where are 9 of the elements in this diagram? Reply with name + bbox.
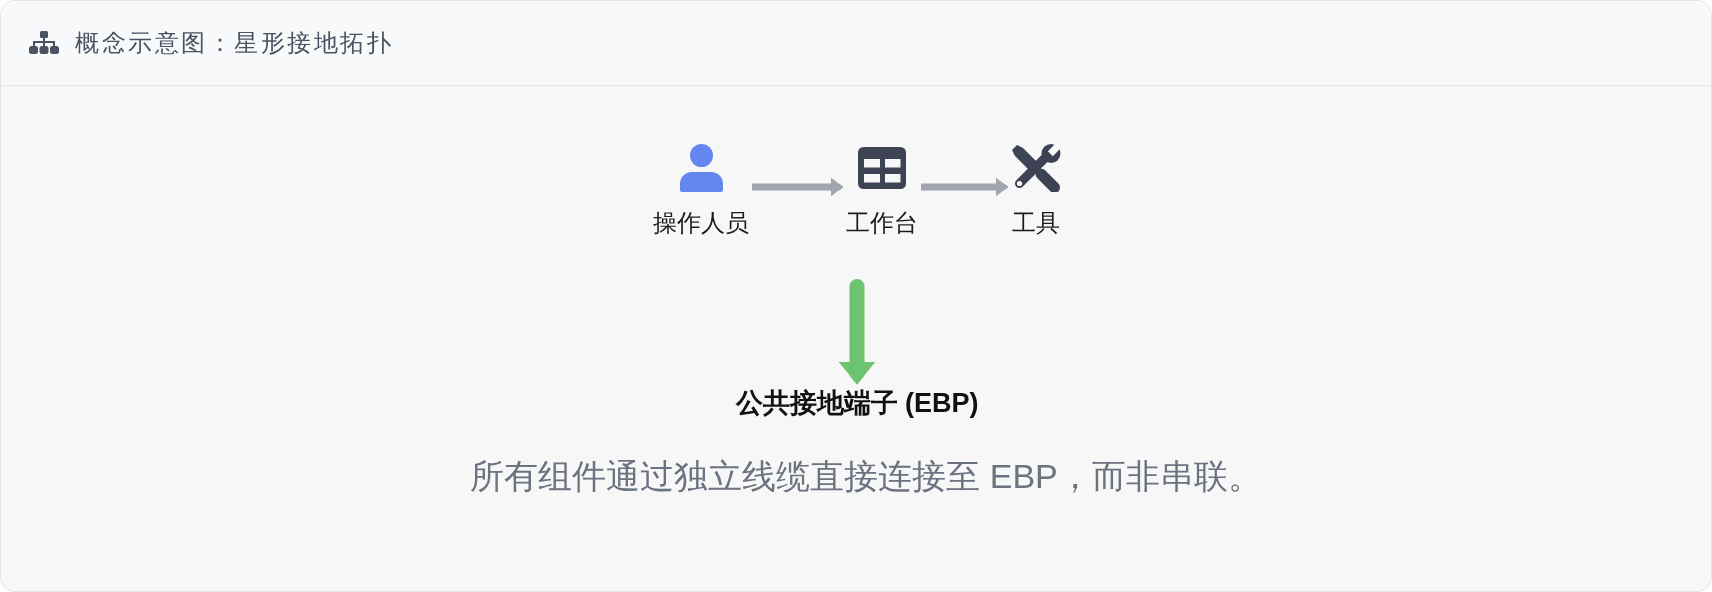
node-label: 工作台: [846, 208, 918, 238]
node-label: 工具: [1012, 208, 1060, 238]
node-label: 操作人员: [653, 208, 749, 238]
node-label: 公共接地端子 (EBP): [735, 387, 979, 419]
arrow: [838, 279, 876, 385]
arrow: [921, 177, 1008, 197]
diagram-title: 概念示意图：星形接地拓扑: [75, 28, 393, 58]
caption: 所有组件通过独立线缆直接连接至 EBP，而非串联。: [470, 456, 1262, 496]
arrow: [752, 177, 843, 197]
